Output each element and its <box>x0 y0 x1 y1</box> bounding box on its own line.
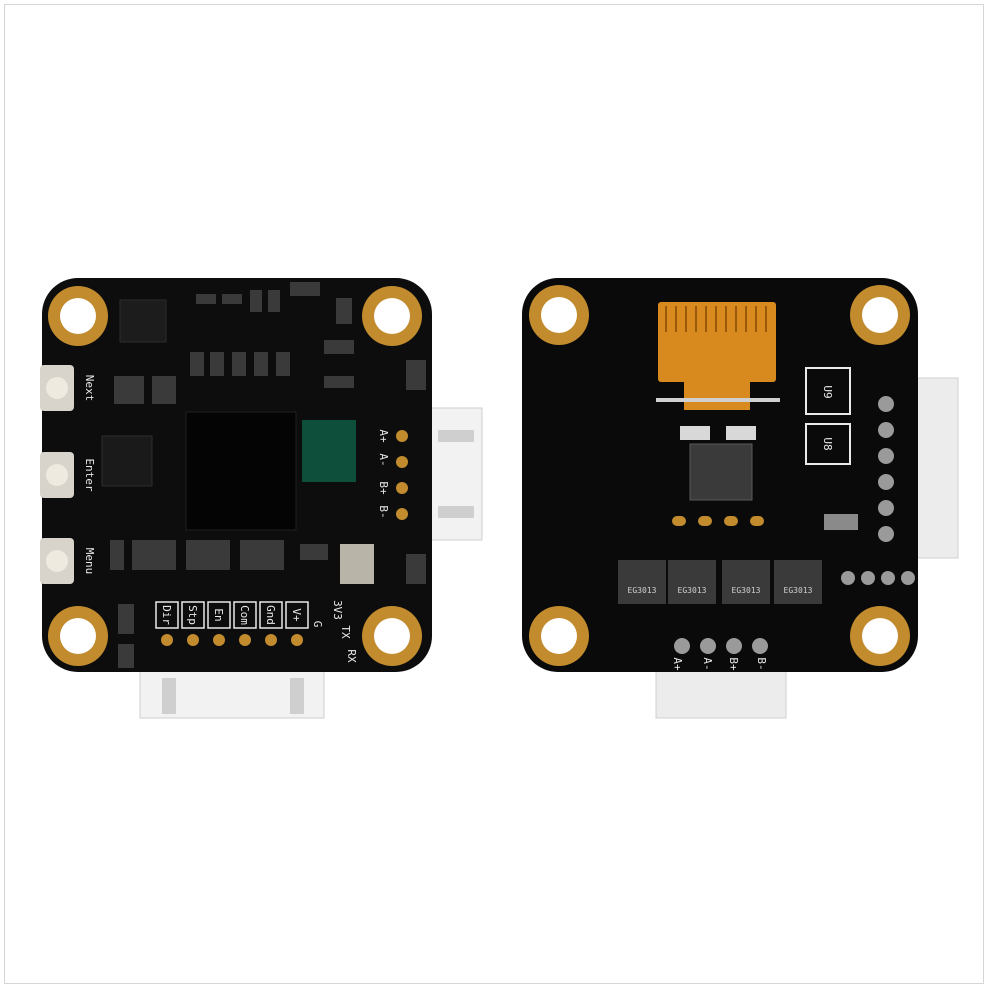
microcontroller-chip <box>101 435 153 487</box>
svg-text:Menu: Menu <box>83 548 96 575</box>
smd-diode <box>824 514 858 530</box>
back-bottom-labels: A+ A- B+ B- <box>671 657 768 671</box>
smd-resistor <box>680 426 710 440</box>
driver-ic <box>774 560 822 604</box>
terminal-labels: Dir Stp En Com Gnd V+ <box>155 601 309 629</box>
u8-outline <box>805 423 851 465</box>
power-stage-chip <box>185 411 297 531</box>
through-hole-pins <box>674 396 915 654</box>
connector-latch <box>290 678 304 714</box>
chip-label-u8: U8 <box>821 437 834 450</box>
back-label-a-plus: A+ <box>671 657 684 671</box>
terminal-label-gnd: Gnd <box>264 605 277 625</box>
oled-flex-tail <box>684 382 750 410</box>
terminal-label-dir: Dir <box>160 605 173 625</box>
image-frame <box>4 4 984 984</box>
driver-ic-text: EG3013 <box>732 586 761 595</box>
uart-label-3v3: 3V3 <box>331 600 344 620</box>
uart-label-tx: TX <box>339 625 352 639</box>
uart-labels: 3V3 G TX RX <box>311 600 358 663</box>
ic-chip <box>119 299 167 343</box>
side-label-a-plus: A+ <box>377 429 390 443</box>
back-label-b-plus: B+ <box>727 657 740 671</box>
driver-ic-text: EG3013 <box>628 586 657 595</box>
small-pads <box>672 516 764 526</box>
side-label-a-minus: A- <box>377 453 390 466</box>
front-board: Next Enter Menu <box>40 278 483 719</box>
driver-ic-row: EG3013 EG3013 EG3013 EG3013 <box>618 560 822 604</box>
flex-contacts <box>665 306 767 332</box>
connector-latch <box>162 678 176 714</box>
sensor-ic <box>689 443 753 501</box>
uart-label-rx: RX <box>345 649 358 663</box>
driver-ic <box>618 560 666 604</box>
silk-line <box>656 398 780 402</box>
side-label-b-plus: B+ <box>377 481 390 495</box>
passive-components <box>110 282 426 668</box>
terminal-label-en: En <box>212 608 225 621</box>
button-label-menu: Menu <box>83 548 96 575</box>
side-label-b-minus: B- <box>377 505 390 518</box>
uart-label-g: G <box>311 621 324 628</box>
driver-ic-text: EG3013 <box>784 586 813 595</box>
connector-latch <box>438 506 474 518</box>
u9-outline <box>805 367 851 415</box>
back-label-a-minus: A- <box>701 657 714 670</box>
driver-ic <box>668 560 716 604</box>
side-pins <box>396 430 408 520</box>
tactile-button-icon <box>40 365 74 584</box>
terminal-pins <box>161 634 303 646</box>
mounting-hole-icon <box>48 286 422 666</box>
smd-resistor <box>726 426 756 440</box>
back-board: U9 U8 EG3013 EG3013 EG3013 EG3013 <box>522 278 959 719</box>
connector-latch <box>438 430 474 442</box>
terminal-label-stp: Stp <box>186 605 199 625</box>
green-component <box>302 420 356 482</box>
terminal-label-com: Com <box>238 605 251 625</box>
back-label-b-minus: B- <box>755 657 768 670</box>
driver-ic <box>722 560 770 604</box>
svg-text:Enter: Enter <box>83 458 96 491</box>
crystal-oscillator <box>340 544 374 584</box>
driver-ic-text: EG3013 <box>678 586 707 595</box>
svg-text:Next: Next <box>83 375 96 402</box>
terminal-label-vplus: V+ <box>290 608 303 622</box>
button-label-enter: Enter <box>83 458 96 491</box>
chip-label-u9: U9 <box>821 385 834 398</box>
mounting-hole-icon <box>529 285 910 666</box>
side-labels: A+ A- B+ B- <box>377 429 390 518</box>
button-label-next: Next <box>83 375 96 402</box>
